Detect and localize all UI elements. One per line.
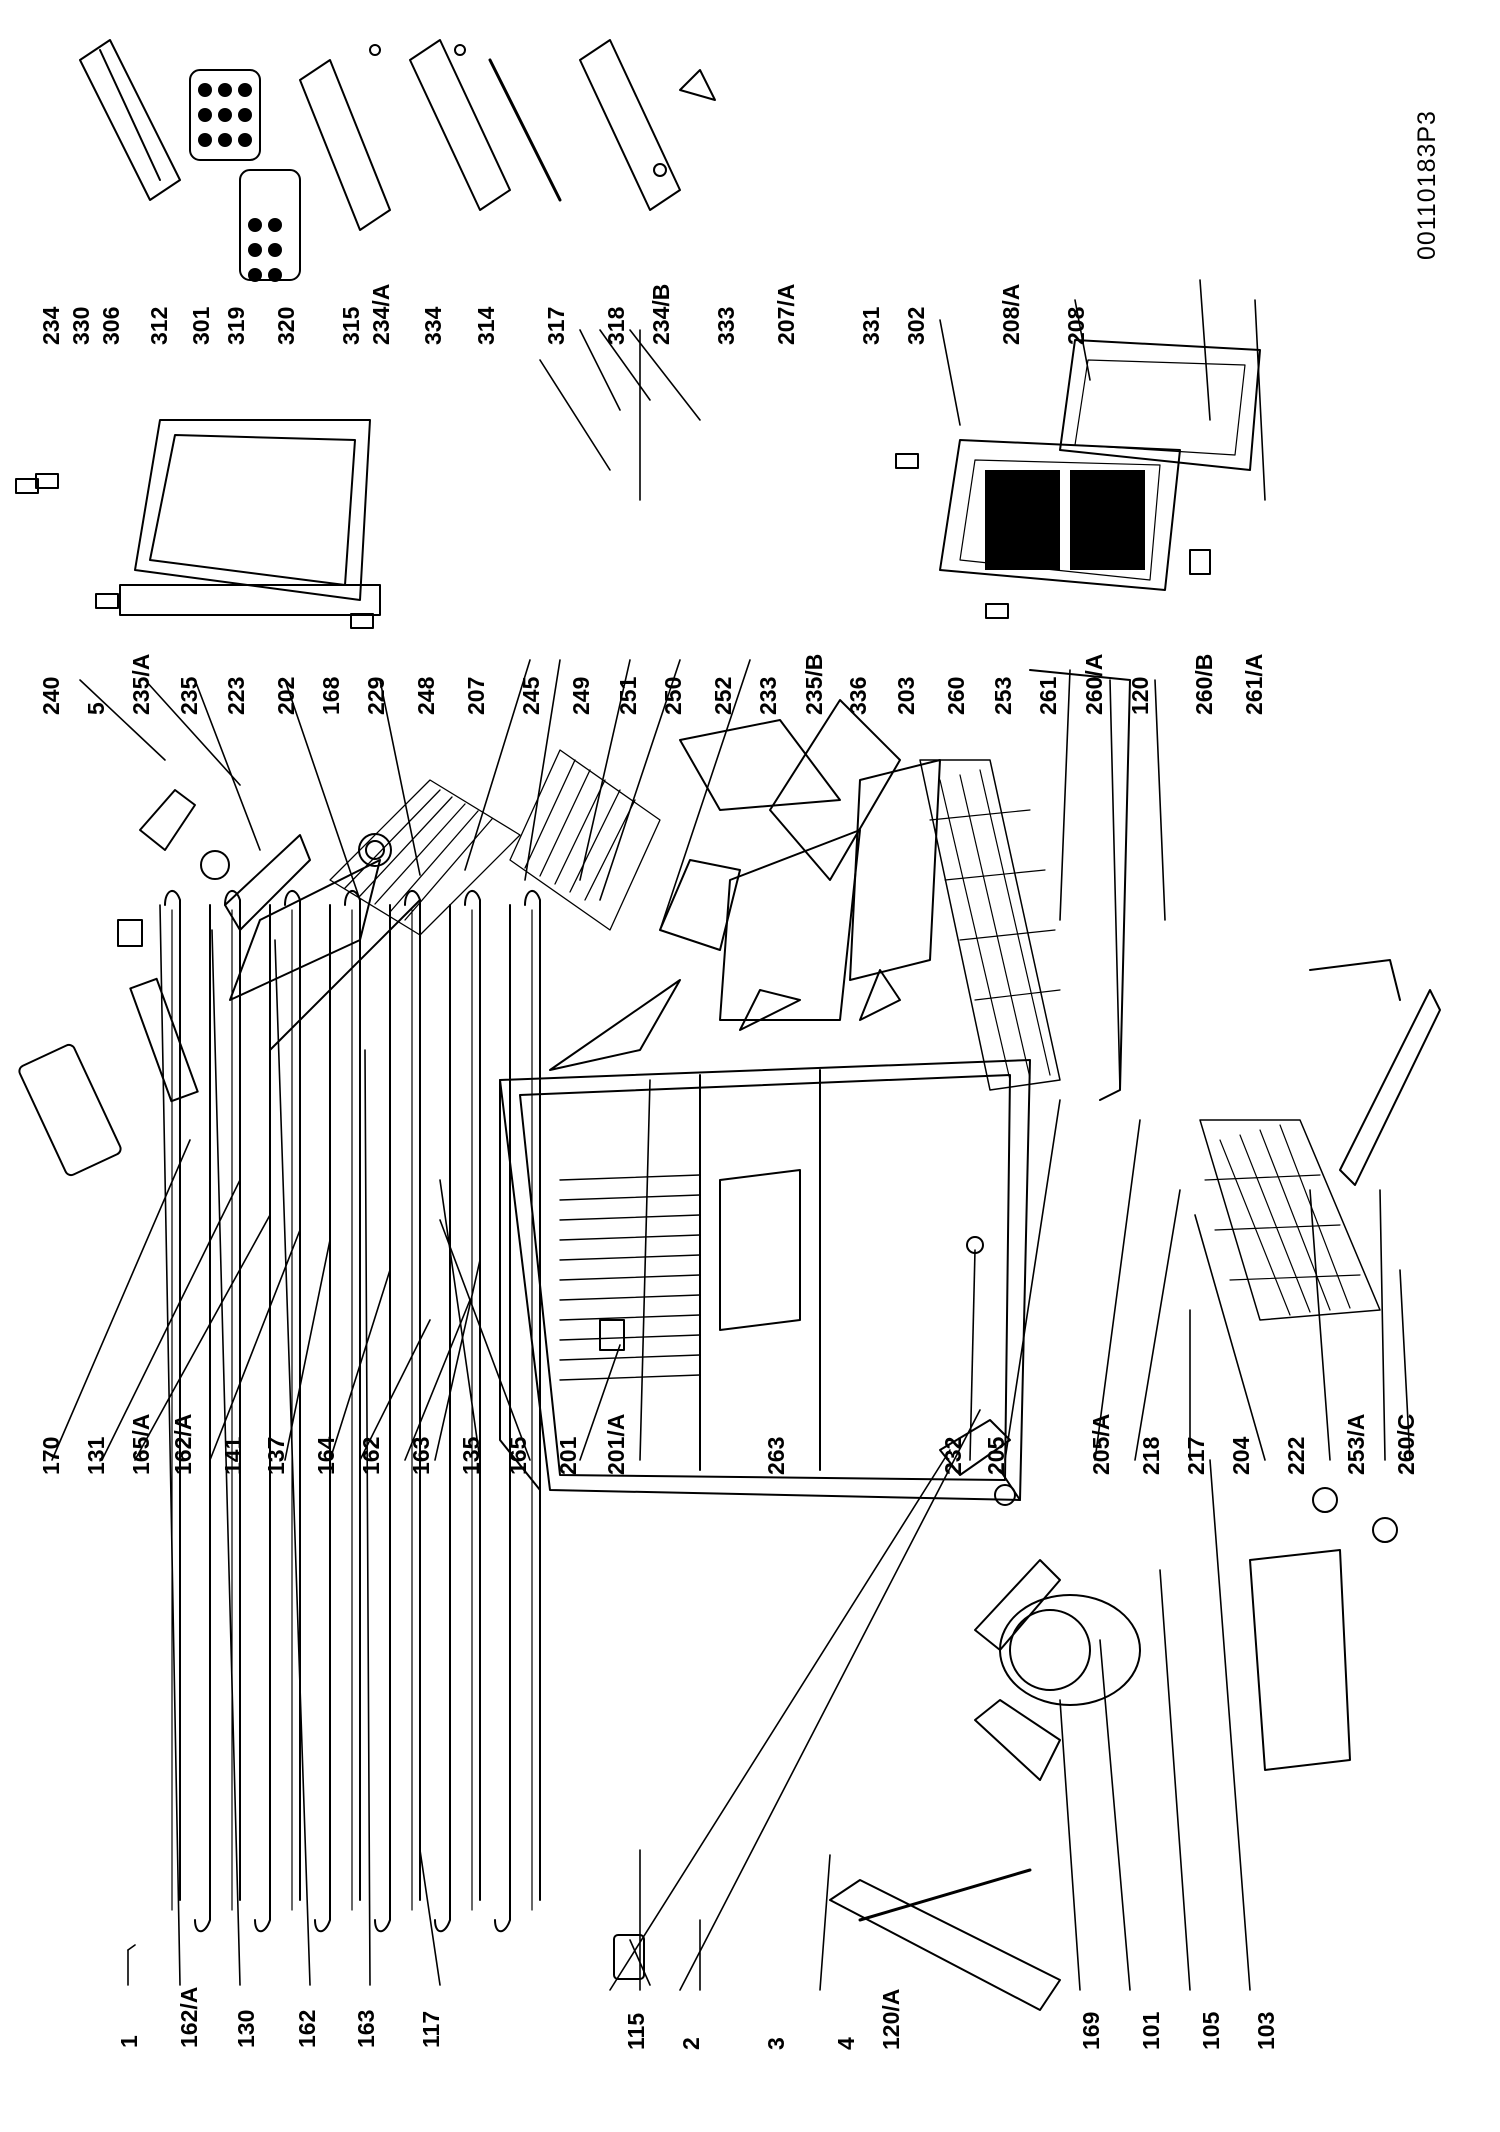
callout-label: 207/A xyxy=(773,283,799,345)
callout-label: 131 xyxy=(83,1436,109,1475)
drawing-code: 00110183P3 xyxy=(1413,110,1441,260)
callout-label: 117 xyxy=(418,2010,444,2048)
callout-label: 229 xyxy=(363,676,389,715)
callout-label: 235 xyxy=(176,676,202,715)
callout-label: 234/B xyxy=(648,283,674,345)
callout-label: 260/B xyxy=(1191,653,1217,715)
door-shelves-top xyxy=(79,39,716,282)
condenser-coil xyxy=(117,890,645,1980)
callout-label: 201/A xyxy=(603,1413,629,1475)
callout-label: 201 xyxy=(555,1436,581,1475)
callout-label: 245 xyxy=(518,676,544,715)
callout-label: 249 xyxy=(568,676,594,715)
callout-label: 301 xyxy=(188,306,214,345)
callout-label: 217 xyxy=(1183,1436,1209,1475)
callout-label: 168 xyxy=(318,676,344,715)
callout-label: 208/A xyxy=(998,283,1024,345)
callout-label: 234 xyxy=(38,306,64,345)
callout-label: 163 xyxy=(408,1436,434,1475)
callout-label: 205 xyxy=(983,1436,1009,1475)
callout-label: 101 xyxy=(1138,2011,1164,2050)
callout-label: 312 xyxy=(146,306,172,345)
callout-label: 235/A xyxy=(128,653,154,715)
callout-label: 250 xyxy=(660,676,686,715)
callout-label: 4 xyxy=(833,2037,859,2050)
callout-label: 120 xyxy=(1127,676,1153,715)
callout-label: 1 xyxy=(116,2035,142,2048)
callout-label: 5 xyxy=(83,702,109,715)
callout-label: 260/A xyxy=(1081,653,1107,715)
callout-label: 162 xyxy=(294,2009,320,2048)
callout-label: 261 xyxy=(1035,676,1061,715)
callout-label: 205/A xyxy=(1088,1413,1114,1475)
callout-label: 334 xyxy=(420,306,446,345)
callout-label: 320 xyxy=(273,306,299,345)
callout-label: 3 xyxy=(763,2037,789,2050)
callout-label: 306 xyxy=(98,306,124,345)
callout-label: 169 xyxy=(1078,2011,1104,2050)
callout-label: 120/A xyxy=(878,1988,904,2050)
callout-label: 218 xyxy=(1138,1436,1164,1475)
leader-lines xyxy=(51,279,1411,1991)
callout-label: 165/A xyxy=(128,1413,154,1475)
callout-label: 234/A xyxy=(368,283,394,345)
callout-label: 302 xyxy=(903,306,929,345)
callout-label: 162/A xyxy=(176,1986,202,2048)
callout-label: 315 xyxy=(338,306,364,345)
compressor-group xyxy=(829,1419,1398,2011)
callout-label: 222 xyxy=(1283,1436,1309,1475)
callout-label: 235/B xyxy=(801,653,827,715)
callout-label: 253 xyxy=(990,676,1016,715)
callout-label: 232 xyxy=(940,1436,966,1475)
callout-label: 208 xyxy=(1063,306,1089,345)
callout-label: 248 xyxy=(413,676,439,715)
callout-label: 207 xyxy=(463,676,489,715)
callout-label: 319 xyxy=(223,306,249,345)
callout-label: 137 xyxy=(263,1436,289,1475)
callout-label: 203 xyxy=(893,676,919,715)
callout-label: 261/A xyxy=(1241,653,1267,715)
callout-label: 141 xyxy=(220,1436,246,1475)
callout-label: 135 xyxy=(458,1436,484,1475)
callout-label: 336 xyxy=(845,676,871,715)
callout-label: 331 xyxy=(858,306,884,345)
callout-label: 263 xyxy=(763,1436,789,1475)
callout-label: 162 xyxy=(358,1436,384,1475)
callout-label: 2 xyxy=(678,2037,704,2050)
thermostat-parts-left xyxy=(139,789,392,931)
callout-label: 314 xyxy=(473,306,499,345)
callout-label: 330 xyxy=(68,306,94,345)
callout-label: 130 xyxy=(233,2009,259,2048)
cabinet-body xyxy=(499,1059,1031,1501)
callout-label: 165 xyxy=(505,1436,531,1475)
callout-label: 260 xyxy=(943,676,969,715)
shelves-and-drawers xyxy=(18,669,1441,1321)
callout-label: 251 xyxy=(615,676,641,715)
callout-label: 115 xyxy=(623,2012,649,2050)
callout-label: 233 xyxy=(755,676,781,715)
callout-label: 240 xyxy=(38,676,64,715)
callout-label: 164 xyxy=(313,1436,339,1475)
callout-label: 103 xyxy=(1253,2011,1279,2050)
callout-label: 170 xyxy=(38,1436,64,1475)
callout-label: 252 xyxy=(710,676,736,715)
callout-label: 162/A xyxy=(170,1413,196,1475)
callout-label: 105 xyxy=(1198,2011,1224,2050)
callout-label: 202 xyxy=(273,676,299,715)
callout-label: 317 xyxy=(543,306,569,345)
callout-label: 333 xyxy=(713,306,739,345)
callout-label: 318 xyxy=(603,306,629,345)
callout-label: 260/C xyxy=(1393,1413,1419,1475)
hinge-pins xyxy=(15,453,1009,629)
callout-label: 163 xyxy=(353,2009,379,2048)
door-assemblies xyxy=(119,339,1261,616)
callout-label: 223 xyxy=(223,676,249,715)
callout-label: 204 xyxy=(1228,1436,1254,1475)
callout-label: 253/A xyxy=(1343,1413,1369,1475)
